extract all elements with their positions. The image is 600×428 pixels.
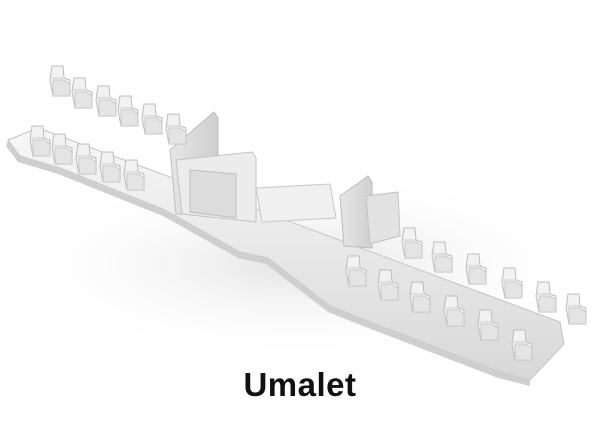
seat-group-left-back: [49, 65, 187, 145]
base-strip: [6, 127, 565, 386]
caption: Umalet: [243, 366, 357, 403]
center-compartment: [169, 111, 401, 249]
